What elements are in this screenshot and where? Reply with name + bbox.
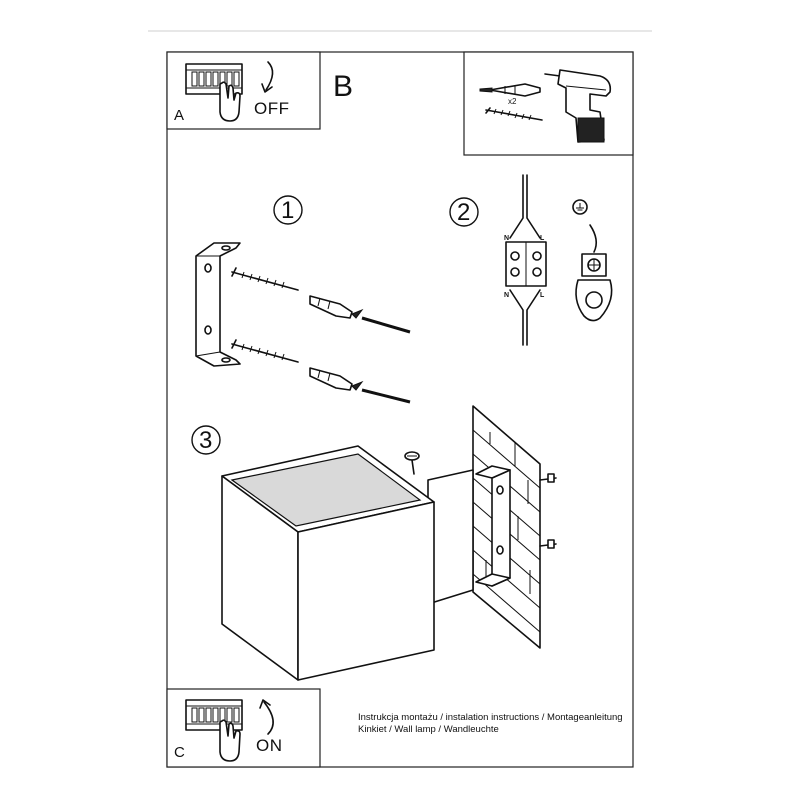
screw-icon xyxy=(485,107,543,121)
step2-number-circle xyxy=(449,197,479,227)
quantity-label: x2 xyxy=(508,97,517,106)
wire-n-top: N xyxy=(504,235,510,242)
wall-plug-icon xyxy=(479,83,541,97)
wire-l-bottom: L xyxy=(540,292,545,299)
screw-upper xyxy=(231,267,299,291)
wire-n-bottom: N xyxy=(504,292,510,299)
mounting-bracket xyxy=(195,242,241,367)
step-1-label: 1 xyxy=(281,197,295,224)
drill-bit-upper xyxy=(361,316,411,334)
caption-line-1: Instrukcja montażu / instalation instruc… xyxy=(358,712,623,723)
step-3-label: 3 xyxy=(199,427,213,454)
panel-c-label: C xyxy=(174,744,185,761)
wall-plug-upper xyxy=(309,295,364,319)
tools-panel-box xyxy=(463,51,634,156)
wall-plug-lower xyxy=(309,367,364,391)
main-frame xyxy=(166,51,634,768)
switch-down-arrow-icon xyxy=(261,61,274,93)
terminal-block xyxy=(505,174,547,346)
panel-b-label: B xyxy=(333,70,354,103)
screw-lower xyxy=(231,339,299,363)
wall-bracket xyxy=(475,465,511,587)
top-screw-icon xyxy=(404,451,420,475)
hand-icon xyxy=(219,81,241,122)
drill-bit-lower xyxy=(361,388,411,404)
switch-up-arrow-icon xyxy=(259,699,274,735)
hand-icon xyxy=(219,719,241,762)
wall-screws xyxy=(539,473,557,549)
step3-number-circle xyxy=(191,425,221,455)
switch-off-label: OFF xyxy=(254,99,290,118)
caption-line-2: Kinkiet / Wall lamp / Wandleuchte xyxy=(358,724,499,735)
step-2-label: 2 xyxy=(457,199,471,226)
step1-number-circle xyxy=(273,195,303,225)
earth-clamp-icon xyxy=(575,224,613,322)
cube-lamp xyxy=(221,445,474,681)
wire-l-top: L xyxy=(540,235,545,242)
panel-a-label: A xyxy=(174,107,185,124)
switch-on-label: ON xyxy=(256,736,283,755)
earth-symbol-icon xyxy=(572,199,588,215)
drill-icon xyxy=(544,69,612,143)
